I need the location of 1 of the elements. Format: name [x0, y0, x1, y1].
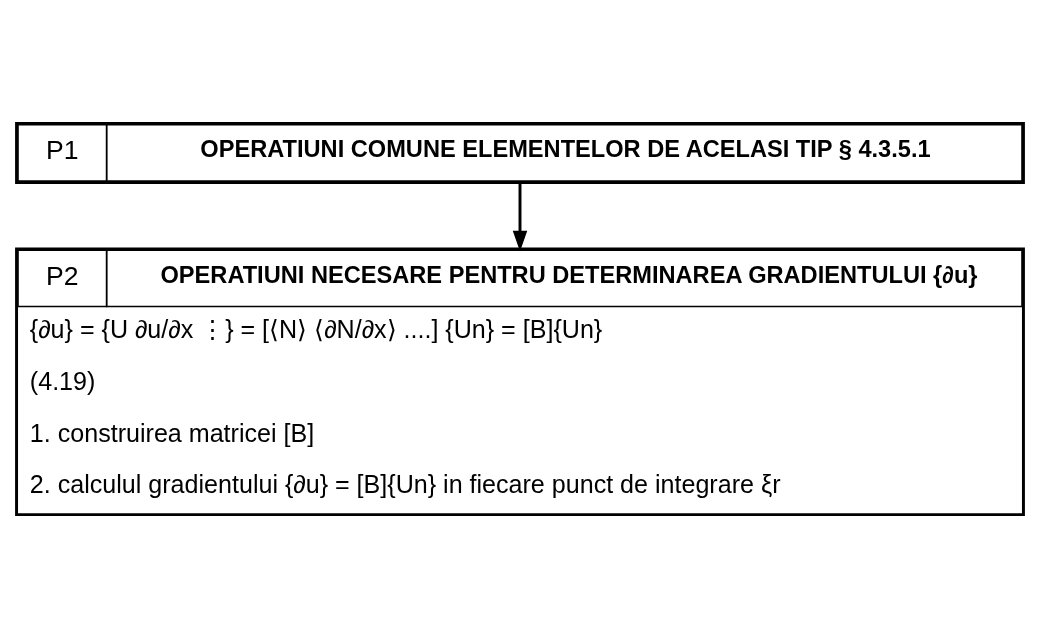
arrow: [512, 183, 528, 252]
